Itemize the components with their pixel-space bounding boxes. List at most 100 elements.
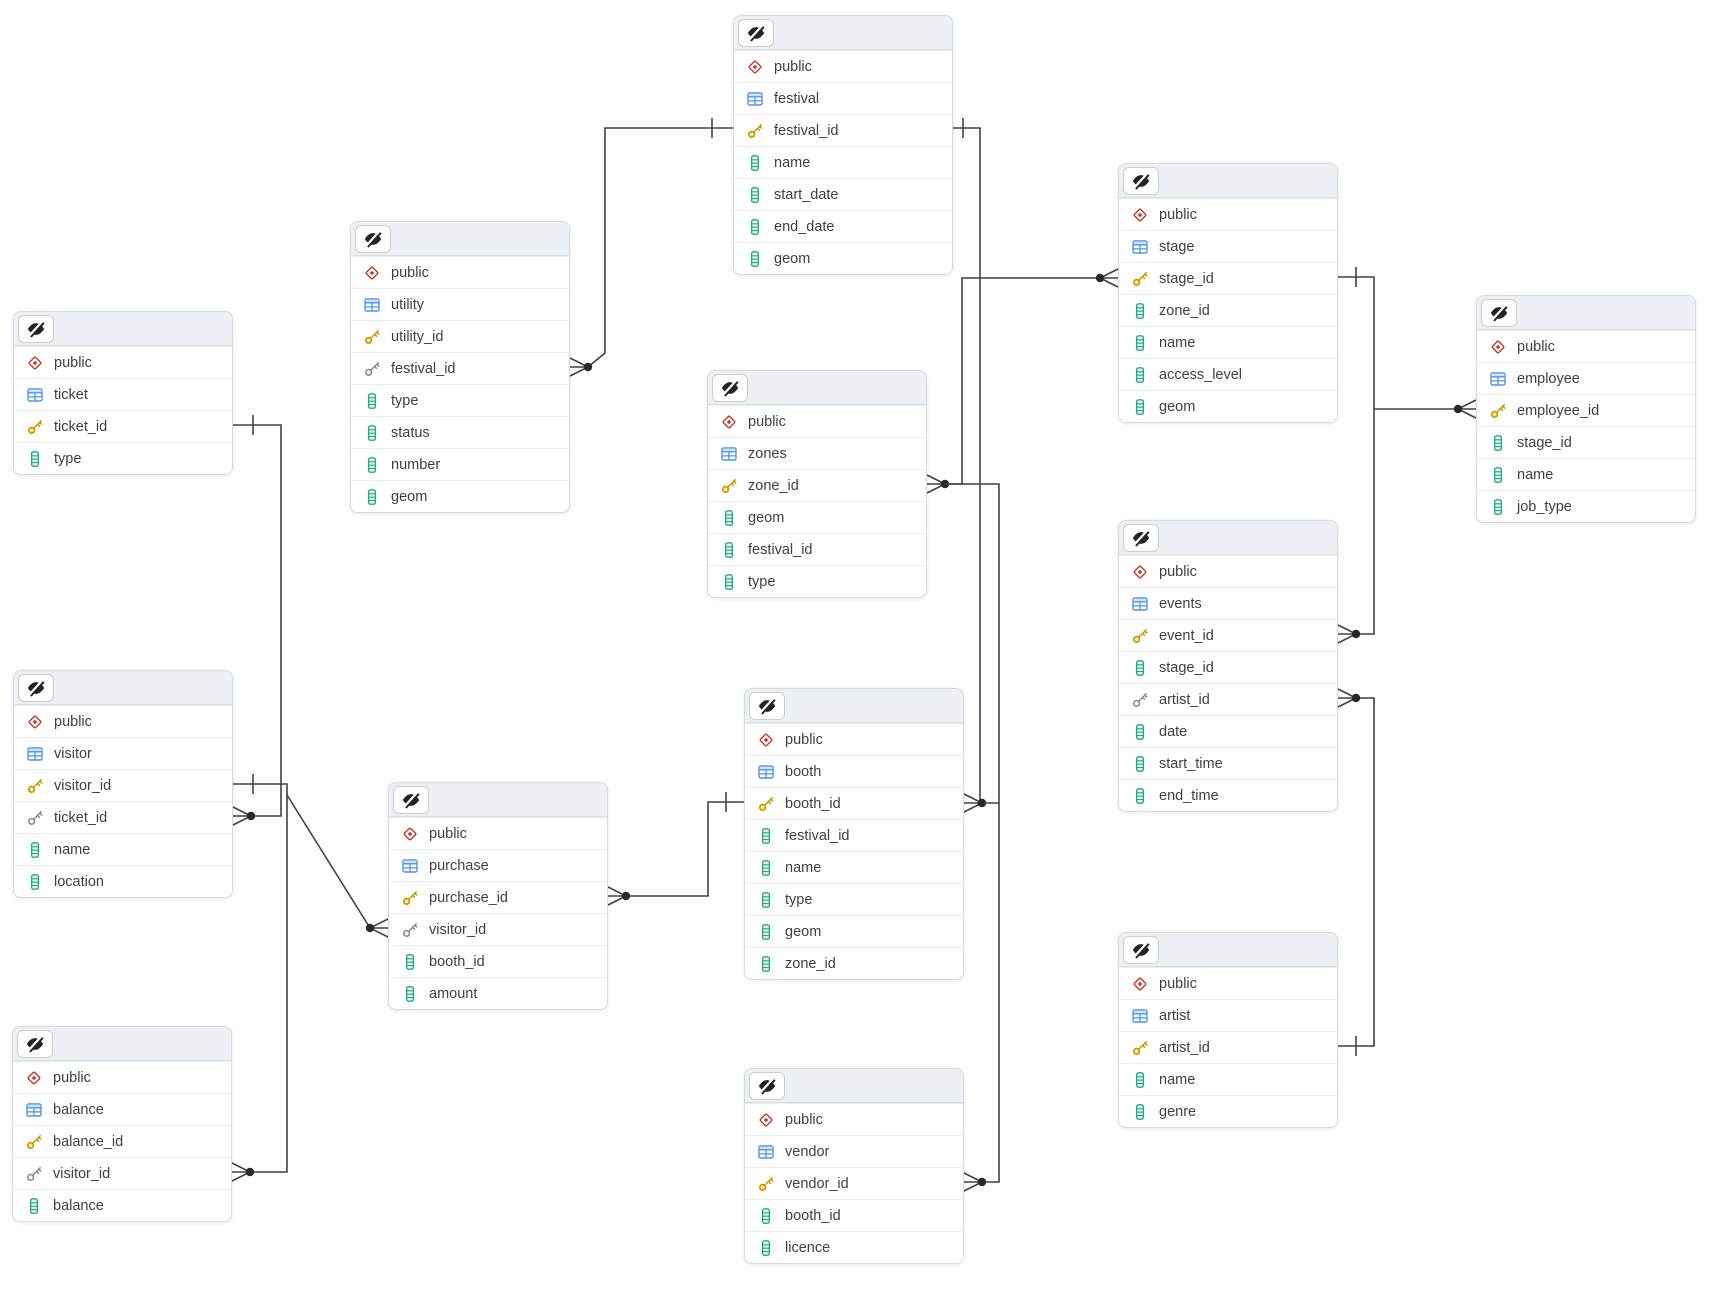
column-icon: [757, 1239, 775, 1257]
junction-dot: [245, 1167, 255, 1177]
row-festival_id: festival_id: [745, 819, 963, 851]
table-card-artist[interactable]: public artist artist_id name genre: [1118, 932, 1338, 1128]
row-festival_id: festival_id: [734, 114, 952, 146]
table-card-festival[interactable]: public festival festival_id name start_d…: [733, 15, 953, 275]
schema-diamond-icon: [1131, 563, 1149, 581]
row-label: status: [391, 424, 430, 441]
eye-off-icon: [363, 229, 383, 249]
row-label: artist_id: [1159, 1039, 1210, 1056]
hide-table-button[interactable]: [1123, 523, 1159, 552]
row-name: name: [1477, 458, 1695, 490]
row-label: booth_id: [429, 953, 485, 970]
hide-table-button[interactable]: [393, 785, 429, 814]
hide-table-button[interactable]: [1123, 935, 1159, 964]
row-visitor_id: visitor_id: [14, 769, 232, 801]
table-card-zones[interactable]: public zones zone_id geom festival_id ty…: [707, 370, 927, 598]
junction-dot: [1095, 273, 1105, 283]
column-icon: [1489, 434, 1507, 452]
table-card-employee[interactable]: public employee employee_id stage_id nam…: [1476, 295, 1696, 523]
row-public: public: [1119, 967, 1337, 999]
card-header[interactable]: [745, 1069, 963, 1103]
row-label: end_time: [1159, 787, 1219, 804]
row-label: name: [774, 154, 811, 171]
row-label: job_type: [1517, 498, 1572, 515]
relation-line-booth-vendor: [982, 803, 1000, 1183]
card-header[interactable]: [14, 312, 232, 346]
card-header[interactable]: [1119, 521, 1337, 555]
row-start_time: start_time: [1119, 747, 1337, 779]
row-events: events: [1119, 587, 1337, 619]
row-name: name: [1119, 326, 1337, 358]
card-header[interactable]: [1477, 296, 1695, 330]
table-card-ticket[interactable]: public ticket ticket_id type: [13, 311, 233, 475]
table-grid-icon: [746, 90, 764, 108]
row-label: zone_id: [1159, 302, 1210, 319]
hide-table-button[interactable]: [18, 314, 54, 343]
hide-table-button[interactable]: [738, 18, 774, 47]
card-header[interactable]: [13, 1027, 231, 1061]
foreign-key-icon: [1131, 691, 1149, 709]
table-card-balance[interactable]: public balance balance_id visitor_id bal…: [12, 1026, 232, 1222]
column-icon: [1131, 755, 1149, 773]
row-label: location: [54, 873, 104, 890]
card-header[interactable]: [745, 689, 963, 723]
card-header[interactable]: [389, 783, 607, 817]
row-label: name: [1517, 466, 1554, 483]
row-name: name: [734, 146, 952, 178]
table-card-purchase[interactable]: public purchase purchase_id visitor_id b…: [388, 782, 608, 1010]
primary-key-icon: [720, 477, 738, 495]
hide-table-button[interactable]: [355, 224, 391, 253]
row-label: purchase: [429, 857, 489, 874]
row-label: employee_id: [1517, 402, 1600, 419]
card-header[interactable]: [1119, 933, 1337, 967]
relation-line-zones-stage: [945, 277, 1100, 485]
row-label: festival_id: [785, 827, 850, 844]
row-label: vendor: [785, 1143, 830, 1160]
hide-table-button[interactable]: [712, 373, 748, 402]
row-location: location: [14, 865, 232, 897]
row-label: start_date: [774, 186, 839, 203]
row-label: zones: [748, 445, 787, 462]
row-booth_id: booth_id: [745, 787, 963, 819]
card-header[interactable]: [14, 671, 232, 705]
table-card-booth[interactable]: public booth booth_id festival_id name t…: [744, 688, 964, 980]
hide-table-button[interactable]: [17, 1029, 53, 1058]
junction-dot: [977, 798, 987, 808]
card-header[interactable]: [1119, 164, 1337, 198]
table-card-events[interactable]: public events event_id stage_id artist_i…: [1118, 520, 1338, 812]
hide-table-button[interactable]: [18, 673, 54, 702]
hide-table-button[interactable]: [1481, 298, 1517, 327]
row-geom: geom: [734, 242, 952, 274]
primary-key-icon: [746, 122, 764, 140]
hide-table-button[interactable]: [749, 1071, 785, 1100]
schema-diamond-icon: [757, 1111, 775, 1129]
row-label: geom: [785, 923, 822, 940]
card-header[interactable]: [351, 222, 569, 256]
card-header[interactable]: [708, 371, 926, 405]
row-stage_id: stage_id: [1119, 651, 1337, 683]
column-icon: [746, 218, 764, 236]
column-icon: [1131, 659, 1149, 677]
row-visitor: visitor: [14, 737, 232, 769]
table-card-vendor[interactable]: public vendor vendor_id booth_id licence: [744, 1068, 964, 1264]
table-card-utility[interactable]: public utility utility_id festival_id ty…: [350, 221, 570, 513]
row-label: public: [1517, 338, 1555, 355]
column-icon: [757, 827, 775, 845]
card-header[interactable]: [734, 16, 952, 50]
hide-table-button[interactable]: [1123, 166, 1159, 195]
foreign-key-icon: [25, 1165, 43, 1183]
column-icon: [25, 1197, 43, 1215]
table-card-visitor[interactable]: public visitor visitor_id ticket_id name…: [13, 670, 233, 898]
column-icon: [26, 873, 44, 891]
row-public: public: [1477, 330, 1695, 362]
row-visitor_id: visitor_id: [389, 913, 607, 945]
row-geom: geom: [745, 915, 963, 947]
row-label: public: [785, 1111, 823, 1128]
table-card-stage[interactable]: public stage stage_id zone_id name acces…: [1118, 163, 1338, 423]
row-label: geom: [1159, 398, 1196, 415]
column-icon: [757, 1207, 775, 1225]
primary-key-icon: [26, 418, 44, 436]
row-label: utility: [391, 296, 425, 313]
hide-table-button[interactable]: [749, 691, 785, 720]
row-type: type: [351, 384, 569, 416]
